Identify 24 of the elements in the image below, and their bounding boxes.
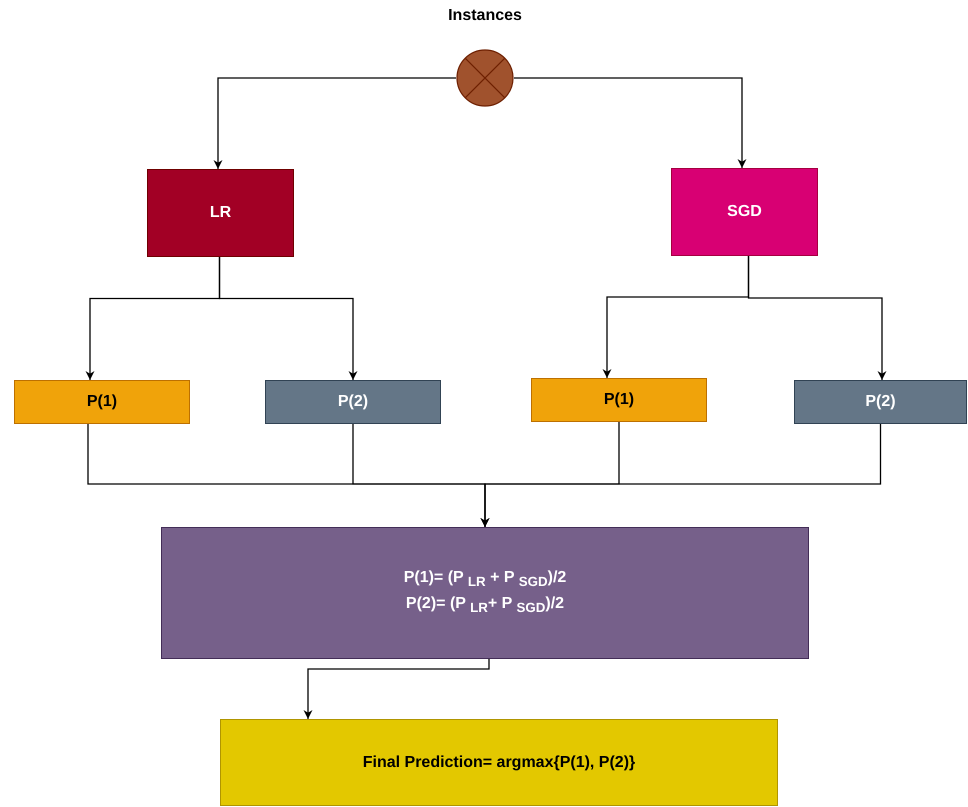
arrow [480,424,882,527]
arrow [748,256,886,380]
arrow [304,659,490,719]
output-box [794,380,967,424]
box-label: P(2) [865,393,896,411]
output-box [14,380,190,424]
arrow [218,257,358,380]
formula-box [161,527,809,659]
output-box [265,380,441,424]
process-box [147,169,294,257]
process-box [671,168,818,256]
result-box [220,719,778,806]
output-box [531,378,707,422]
box-label: P(1) [86,393,118,411]
arrow [514,77,746,168]
box-label: P(1) [604,391,634,409]
box-label: P(1)= (P $_{LR}$ + P $_{SGD}$)/2 [404,568,566,591]
box-label: LR [210,204,232,222]
title-label: Instances [447,7,523,25]
box-label: Final Prediction= argmax{P(1), P(2)} [362,754,636,772]
box-label: SGD [727,203,762,221]
box-label: P(2)= (P $_{LR}$+ P $_{SGD}$)/2 [406,594,564,618]
box-label: P(2) [338,393,368,411]
arrow [214,77,456,169]
